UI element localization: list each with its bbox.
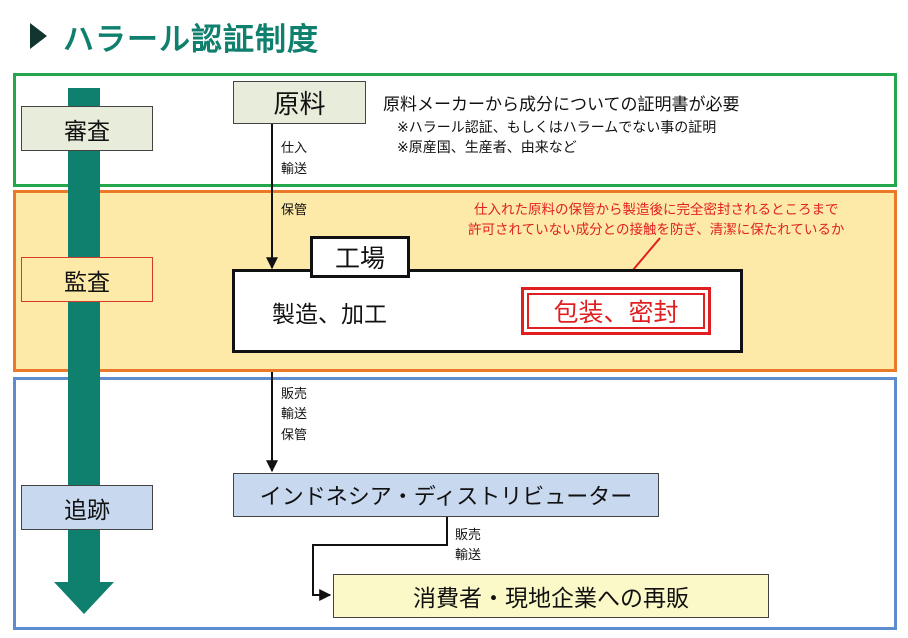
arrow-label-storage-1: 保管 <box>281 203 308 218</box>
page-title-row: ハラール認証制度 <box>14 14 319 58</box>
arrow-dist-to-consumer <box>312 517 448 601</box>
audit-note-line-1: 仕入れた原料の保管から製造後に完全密封されるところまで <box>474 202 839 218</box>
manufacturing-text: 製造、加工 <box>272 302 387 328</box>
arrow-label-transport-2: 輸送 <box>281 407 308 422</box>
raw-material-subnote-2: ※原産国、生産者、由来など <box>397 140 577 156</box>
title-triangle-icon <box>30 23 47 49</box>
arrow-label-transport-1: 輸送 <box>281 162 308 177</box>
audit-note-line-2: 許可されていない成分との接触を防ぎ、清潔に保たれているか <box>468 222 845 238</box>
page-title: ハラール認証制度 <box>63 21 319 58</box>
consumer-resale-box: 消費者・現地企業への再販 <box>333 574 769 618</box>
stage-review-label: 審査 <box>21 106 153 151</box>
arrow-label-storage-2: 保管 <box>281 428 308 443</box>
stage-audit-label: 監査 <box>21 257 153 302</box>
stage-arrow-head-icon <box>54 582 114 614</box>
distributor-box: インドネシア・ディストリビューター <box>233 473 659 517</box>
review-section <box>13 73 897 187</box>
raw-material-box: 原料 <box>233 81 366 124</box>
arrow-label-purchase: 仕入 <box>281 141 308 156</box>
arrow-label-sales-2: 販売 <box>455 528 482 543</box>
arrow-label-sales-1: 販売 <box>281 387 308 402</box>
factory-label: 工場 <box>310 236 410 278</box>
raw-material-note: 原料メーカーから成分についての証明書が必要 <box>383 95 740 115</box>
arrow-label-transport-3: 輸送 <box>455 548 482 563</box>
packaging-box: 包装、密封 <box>521 287 711 335</box>
stage-trace-label: 追跡 <box>21 485 153 530</box>
raw-material-subnote-1: ※ハラール認証、もしくはハラームでない事の証明 <box>397 120 717 136</box>
